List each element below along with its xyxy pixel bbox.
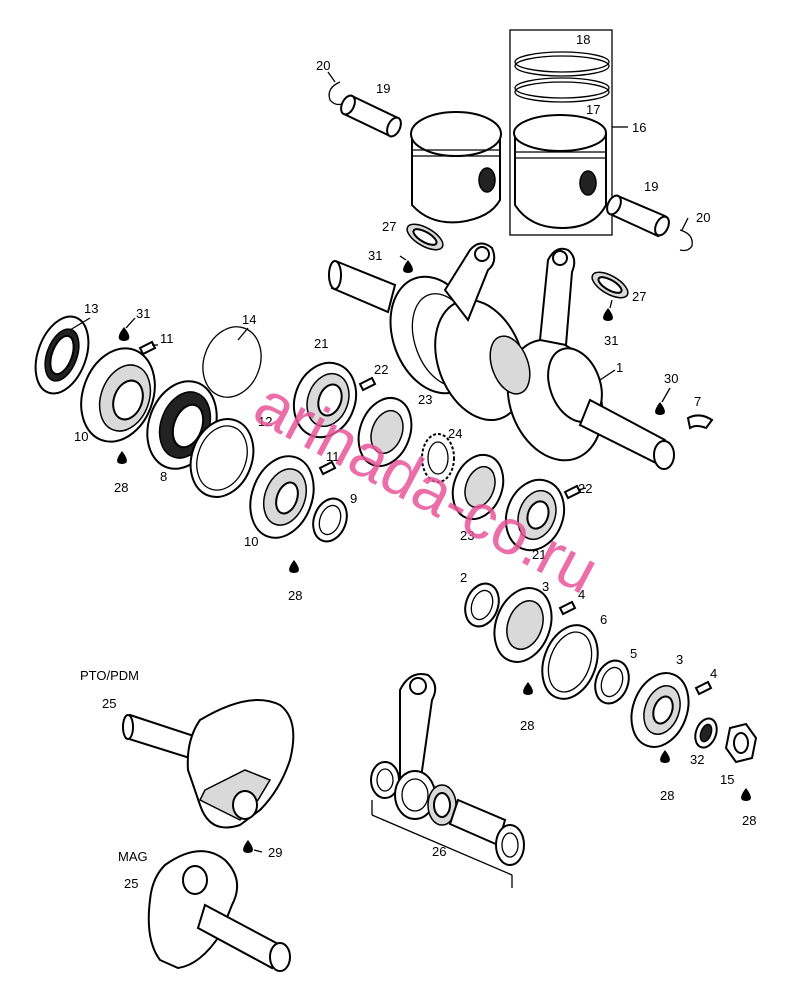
- label-32: 32: [690, 752, 704, 767]
- label-28-d: 28: [660, 788, 674, 803]
- ball-bearing-3-lower: [630, 672, 690, 748]
- nut-15: [724, 722, 758, 764]
- ring-6: [541, 624, 599, 700]
- label-27-left: 27: [382, 219, 396, 234]
- label-4-upper: 4: [578, 587, 585, 602]
- piston-left: [410, 111, 502, 224]
- label-12: 12: [258, 414, 272, 429]
- lubricant-drop-icons: [117, 260, 751, 853]
- label-8: 8: [160, 469, 167, 484]
- label-28-b: 28: [288, 588, 302, 603]
- piston-kit-box: [509, 29, 613, 236]
- o-ring-14: [202, 326, 262, 398]
- label-4-lower: 4: [710, 666, 717, 681]
- label-26: 26: [432, 844, 446, 859]
- label-21-upper: 21: [314, 336, 328, 351]
- ball-bearing-10-upper: [80, 347, 156, 443]
- piston-ring-17: [514, 77, 610, 103]
- dowel-pin-11-upper: [138, 340, 157, 356]
- label-25-pto: 25: [102, 696, 116, 711]
- label-28-e: 28: [742, 813, 756, 828]
- ball-bearing-8: [146, 380, 218, 470]
- woodruff-key: [686, 414, 714, 430]
- label-25-mag: 25: [124, 876, 138, 891]
- piston-pin-right: [606, 194, 670, 238]
- label-19-left: 19: [376, 81, 390, 96]
- label-5: 5: [630, 646, 637, 661]
- label-23-lower: 23: [460, 528, 474, 543]
- dowel-pin-11-lower: [318, 460, 337, 476]
- label-17: 17: [586, 102, 600, 117]
- label-23-upper: 23: [418, 392, 432, 407]
- label-27-right: 27: [632, 289, 646, 304]
- label-16: 16: [632, 120, 646, 135]
- label-20-right: 20: [696, 210, 710, 225]
- ball-bearing-3-upper: [493, 587, 553, 663]
- label-31-a: 31: [368, 248, 382, 263]
- ring-12: [189, 418, 255, 498]
- label-14: 14: [242, 312, 256, 327]
- label-31-b: 31: [604, 333, 618, 348]
- label-10-upper: 10: [74, 429, 88, 444]
- ball-bearing-21-upper: [292, 361, 358, 439]
- label-11-upper: 11: [160, 331, 174, 346]
- label-21-lower: 21: [532, 547, 546, 562]
- circlip-right: [679, 229, 693, 252]
- label-2: 2: [460, 570, 467, 585]
- label-31-c: 31: [136, 306, 150, 321]
- label-28-c: 28: [520, 718, 534, 733]
- label-3-lower: 3: [676, 652, 683, 667]
- label-18: 18: [576, 32, 590, 47]
- label-11-lower: 11: [326, 449, 340, 464]
- oil-seal-13: [34, 315, 90, 395]
- label-24: 24: [448, 426, 462, 441]
- crankshaft-assembly: [328, 242, 675, 470]
- leader-lines: [69, 71, 689, 853]
- needle-bearing-left: [406, 223, 444, 251]
- piston-ring-18: [514, 51, 610, 77]
- label-9: 9: [350, 491, 357, 506]
- washer-5: [594, 659, 630, 705]
- seal-23-lower: [451, 453, 505, 521]
- part-number-labels: 18 17 16 20 19 19 20 27 31 27 31 13 31 1…: [74, 32, 756, 891]
- label-6: 6: [600, 612, 607, 627]
- dowel-pin-22-upper: [358, 376, 377, 392]
- label-22-upper: 22: [374, 362, 388, 377]
- caption-pto-pdm: PTO/PDM: [80, 668, 139, 683]
- gear-24: [421, 433, 455, 483]
- label-1: 1: [616, 360, 623, 375]
- label-13: 13: [84, 301, 98, 316]
- dowel-pin-4-lower: [694, 680, 713, 696]
- washer-32: [694, 717, 718, 749]
- dowel-pin-22-lower: [563, 484, 582, 500]
- label-15: 15: [720, 772, 734, 787]
- caption-mag: MAG: [118, 849, 148, 864]
- label-28-a: 28: [114, 480, 128, 495]
- ball-bearing-10-lower: [249, 455, 315, 539]
- seal-23-upper: [357, 397, 413, 467]
- label-19-right: 19: [644, 179, 658, 194]
- needle-bearing-right: [591, 271, 629, 299]
- dowel-pin-4-upper: [558, 600, 577, 616]
- label-29: 29: [268, 845, 282, 860]
- label-7: 7: [694, 394, 701, 409]
- pto-crank-half: [122, 699, 295, 829]
- label-3-upper: 3: [542, 579, 549, 594]
- piston-pin-left: [340, 94, 402, 138]
- label-22-lower: 22: [578, 481, 592, 496]
- washer-9: [312, 497, 348, 543]
- label-20-left: 20: [316, 58, 330, 73]
- label-30: 30: [664, 371, 678, 386]
- connecting-rod-kit: [370, 673, 525, 888]
- circlip-left: [328, 81, 343, 106]
- washer-2: [464, 582, 500, 628]
- piston-right: [513, 114, 607, 230]
- label-10-lower: 10: [244, 534, 258, 549]
- mag-crank-half: [147, 850, 291, 972]
- ball-bearing-21-lower: [504, 478, 566, 552]
